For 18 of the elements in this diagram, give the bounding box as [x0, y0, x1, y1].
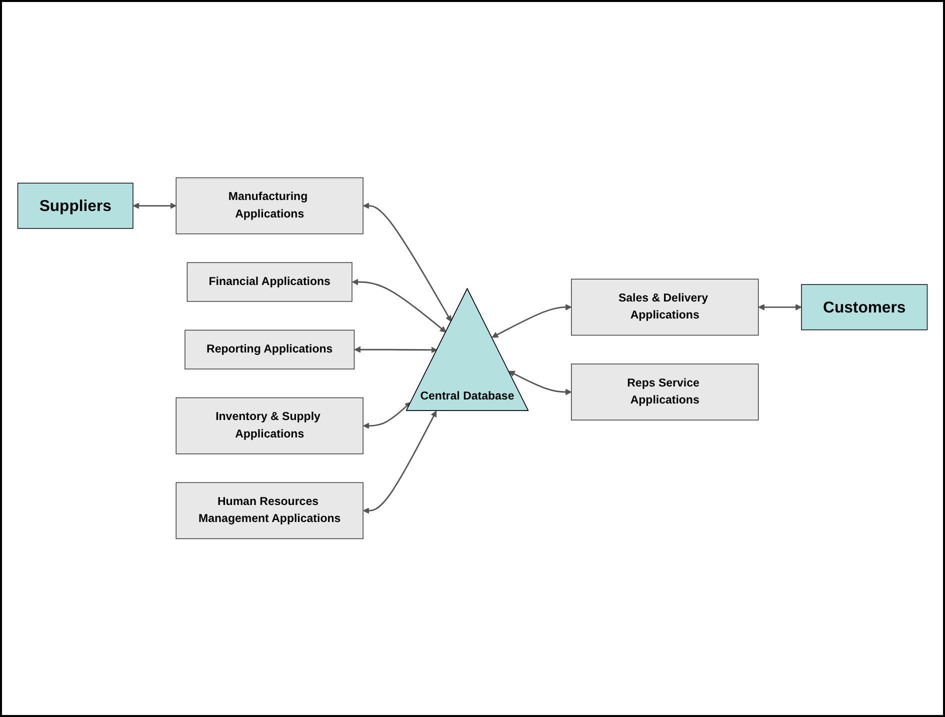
node-box: Sales & Delivery Applications	[571, 279, 759, 336]
node-box: Customers	[801, 284, 928, 330]
arrow	[354, 346, 438, 354]
node-box: Reporting Applications	[184, 330, 355, 370]
arrow	[758, 304, 802, 311]
arrow	[352, 279, 446, 333]
arrow	[132, 202, 176, 210]
arrow	[363, 410, 437, 514]
node-box: Inventory & Supply Applications	[176, 398, 364, 454]
node-box: Human Resources Management Applications	[176, 482, 364, 540]
arrow	[363, 202, 452, 322]
arrow	[492, 304, 572, 338]
arrow	[508, 371, 572, 396]
node-box: Financial Applications	[186, 262, 352, 302]
node-box: Suppliers	[17, 183, 134, 230]
node-box: Reps Service Applications	[571, 364, 759, 421]
arrow	[363, 402, 412, 430]
node-box: Manufacturing Applications	[176, 178, 364, 234]
